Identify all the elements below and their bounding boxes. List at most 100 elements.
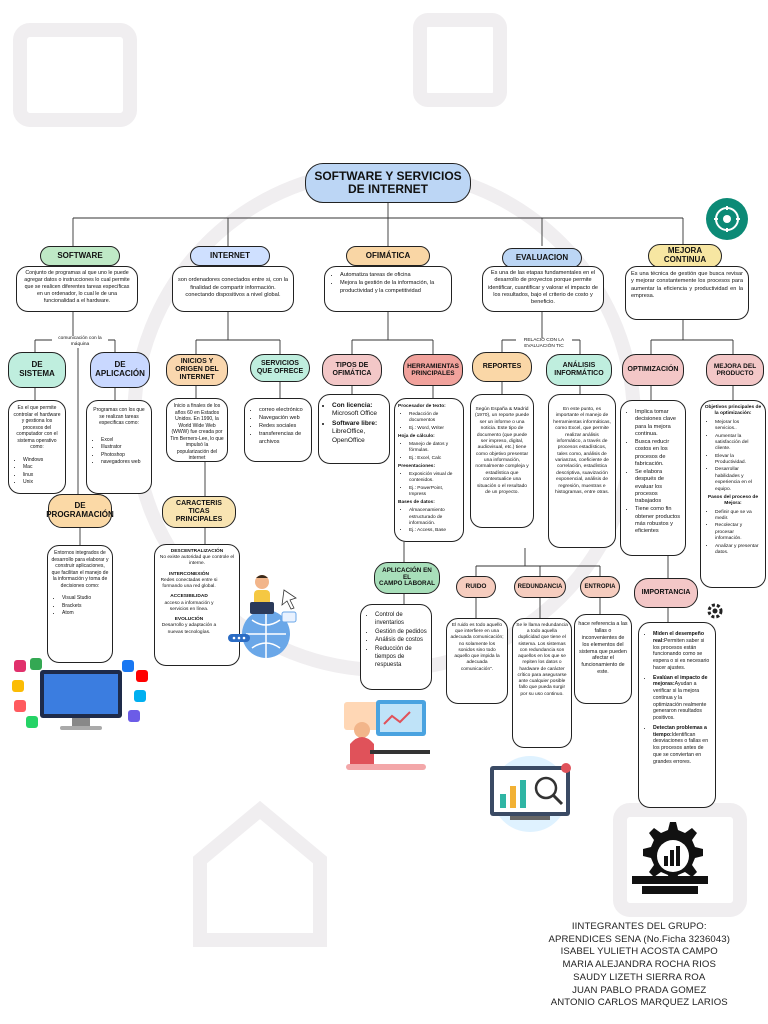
desc-internet: son ordenadores conectados entre si, con… bbox=[172, 266, 294, 312]
node-de-aplicacion-label: DE APLICACIÓN bbox=[95, 360, 145, 378]
box-inicios: Inicio a finales de los años 60 en Estad… bbox=[166, 398, 228, 462]
node-herramientas-label: HERRAMIENTAS PRINCIPALES bbox=[407, 362, 459, 377]
car-text: acceso a información y servicios en líne… bbox=[164, 600, 214, 612]
node-evaluacion: EVALUACION bbox=[502, 248, 582, 268]
car-heading: ACCESIBILIDAD bbox=[170, 594, 208, 600]
node-inicios-origen: INICIOS Y ORIGEN DEL INTERNET bbox=[166, 354, 228, 386]
tipo-licencia: Con licencia: Microsoft Office bbox=[332, 402, 386, 419]
node-internet: INTERNET bbox=[190, 246, 270, 266]
node-aplicacion-laboral: APLICACIÓN EN EL CAMPO LABORAL bbox=[374, 562, 440, 594]
box-de-programacion: Entornos integrados de desarrollo para e… bbox=[47, 545, 113, 663]
app-item: Excel bbox=[101, 437, 148, 444]
footer-heading: IINTEGRANTES DEL GRUPO: bbox=[571, 920, 707, 932]
worker-desk-illustration bbox=[340, 694, 434, 774]
label-relacion: RELACIÓ CON LA EVALUACIÓN TIC bbox=[516, 338, 572, 350]
importancia-item: Evalúan el impacto de mejoras:Ayudan a v… bbox=[653, 675, 712, 722]
producto-item: Definir que se va medir. bbox=[715, 510, 762, 523]
node-entropia-label: ENTROPIA bbox=[584, 583, 616, 590]
node-reportes: REPORTES bbox=[472, 352, 532, 382]
node-mejora-producto-label: MEJORA DEL PRODUCTO bbox=[713, 362, 757, 377]
label-comunicacion: comunicación con la máquina bbox=[52, 336, 108, 348]
car-text: No existe autoridad que controle el inte… bbox=[159, 555, 235, 567]
box-ruido: El ruido es todo aquello que interfiere … bbox=[446, 618, 508, 704]
reportes-text: Según España & Madrid (1970), un reporte… bbox=[474, 407, 530, 495]
importancia-text: Identifican desviaciones o fallas en los… bbox=[653, 731, 709, 765]
herr-group: Presentaciones: Exposición visual de con… bbox=[398, 464, 460, 498]
box-entropia: hace referencia a las fallas o inconveni… bbox=[574, 614, 632, 704]
member-name: MARIA ALEJANDRA ROCHA RIOS bbox=[562, 959, 716, 970]
group-members: IINTEGRANTES DEL GRUPO: APRENDICES SENA … bbox=[549, 921, 731, 1010]
laboral-item: Control de inventarios bbox=[375, 612, 428, 628]
herr-item: Manejo de datos y fórmulas. bbox=[409, 442, 460, 454]
node-caracteristicas: CARACTERIS TICAS PRINCIPALES bbox=[162, 496, 236, 528]
main-title-text: SOFTWARE Y SERVICIOS DE INTERNET bbox=[314, 168, 462, 196]
person-laptop-illustration bbox=[226, 572, 306, 662]
node-importancia-label: IMPORTANCIA bbox=[641, 589, 691, 597]
os-item: Windows bbox=[23, 457, 62, 464]
node-ruido: RUIDO bbox=[456, 576, 496, 598]
herr-item: Ej.: Access, Base bbox=[409, 528, 460, 534]
node-de-aplicacion: DE APLICACIÓN bbox=[90, 352, 150, 388]
node-servicios: SERVICIOS QUE OFRECE bbox=[250, 354, 310, 382]
os-item: linux bbox=[23, 472, 62, 479]
de-sistema-text: Es el que permite controlar el hardware … bbox=[13, 405, 61, 450]
tipo-licencia-heading: Con licencia: bbox=[332, 402, 373, 409]
node-aplicacion-laboral-label: APLICACIÓN EN EL CAMPO LABORAL bbox=[379, 566, 435, 588]
box-importancia: Miden el desempeño real:Permiten saber s… bbox=[638, 622, 716, 808]
node-mejora-label: MEJORA CONTINUA bbox=[663, 246, 707, 264]
producto-heading-2: Pasos del proceso de Mejora: bbox=[707, 494, 759, 507]
herr-item: Almacenamiento estructurado de informaci… bbox=[409, 508, 460, 527]
ruido-text: El ruido es todo aquello que interfiere … bbox=[450, 623, 504, 672]
node-mejora-producto: MEJORA DEL PRODUCTO bbox=[706, 354, 764, 386]
node-software: SOFTWARE bbox=[40, 246, 120, 266]
tipo-licencia-text: Microsoft Office bbox=[332, 410, 378, 418]
box-caracteristicas: DESCENTRALIZACIÓN No existe autoridad qu… bbox=[154, 544, 240, 666]
producto-item: Mejorar los servicios.. bbox=[715, 420, 762, 433]
os-item: Mac bbox=[23, 464, 62, 471]
app-item: Illustrator bbox=[101, 444, 148, 451]
node-software-label: SOFTWARE bbox=[57, 250, 103, 260]
herr-item: Exposición visual de contenidos. bbox=[409, 472, 460, 484]
node-de-sistema: DE SISTEMA bbox=[8, 352, 66, 388]
footer-subheading: APRENDICES SENA (No.Ficha 3236043) bbox=[548, 933, 730, 945]
node-de-sistema-label: DE SISTEMA bbox=[19, 360, 55, 378]
servicio-item: transferencias de archivos bbox=[259, 431, 308, 445]
desc-ofimatica: Automatiza tareas de oficina Mejora la g… bbox=[324, 266, 452, 312]
producto-item: Analizar y presentar datos. bbox=[715, 544, 762, 557]
optim-item: Busca reducir costos en los procesos de … bbox=[635, 439, 682, 468]
tipo-libre-text: LibreOffice, OpenOffice bbox=[332, 428, 366, 444]
desc-evaluacion-text: Es una de las etapas fundamentales en el… bbox=[487, 270, 599, 306]
car-item: INTERCONEXIÓN Redes conectadas entre si … bbox=[158, 572, 220, 591]
de-programacion-text: Entornos integrados de desarrollo para e… bbox=[51, 550, 109, 589]
producto-item: Recolectar y procesar información. bbox=[715, 523, 762, 542]
herr-item: Ej.: Excel, Calc bbox=[409, 456, 460, 462]
importancia-heading: Evalúan el impacto de mejoras: bbox=[653, 674, 708, 688]
herr-group: Hoja de cálculo: Manejo de datos y fórmu… bbox=[398, 434, 460, 462]
herr-heading: Bases de datos: bbox=[398, 500, 435, 506]
gear-chart-icon bbox=[628, 816, 712, 898]
node-importancia: IMPORTANCIA bbox=[634, 578, 698, 608]
box-de-aplicacion: Programas con los que se realizan tareas… bbox=[86, 400, 152, 494]
node-optimizacion: OPTIMIZACIÓN bbox=[622, 354, 684, 386]
herr-heading: Procesador de texto: bbox=[398, 404, 446, 409]
laboral-item: Análisis de costos bbox=[375, 637, 428, 645]
entropia-text: hace referencia a las fallas o inconveni… bbox=[578, 621, 628, 676]
car-item: EVOLUCIÓN Desarrollo y adaptación a nuev… bbox=[158, 617, 220, 636]
herr-heading: Presentaciones: bbox=[398, 463, 436, 469]
box-aplicacion-laboral: Control de inventarios Gestión de pedido… bbox=[360, 604, 432, 690]
producto-item: Desarrollar habilidades y experiencia en… bbox=[715, 467, 762, 493]
node-tipos-ofimatica: TIPOS DE OFIMÁTICA bbox=[322, 354, 382, 386]
node-mejora-continua: MEJORA CONTINUA bbox=[648, 244, 722, 268]
node-de-programacion-label: DE PROGRAMACIÓN bbox=[46, 501, 114, 519]
herr-heading: Hoja de cálculo: bbox=[398, 433, 435, 439]
laboral-item: Reducción de tiempos de respuesta bbox=[375, 646, 428, 669]
car-heading: INTERCONEXIÓN bbox=[169, 571, 209, 577]
ide-item: Brackets bbox=[62, 603, 109, 610]
box-redundancia: Se le llama redundancia a todo aquella d… bbox=[512, 618, 572, 748]
importancia-text: Ayudan a verificar si la mejora continua… bbox=[653, 681, 707, 721]
member-name: ANTONIO CARLOS MARQUEZ LARIOS bbox=[550, 997, 728, 1009]
desc-internet-text: son ordenadores conectados entre si, con… bbox=[177, 277, 289, 298]
app-item: navegadores web bbox=[101, 459, 148, 466]
de-aplicacion-text: Programas con los que se realizan tareas… bbox=[93, 407, 145, 426]
ofimatica-point-2: Mejora la gestión de la información, la … bbox=[340, 280, 447, 295]
